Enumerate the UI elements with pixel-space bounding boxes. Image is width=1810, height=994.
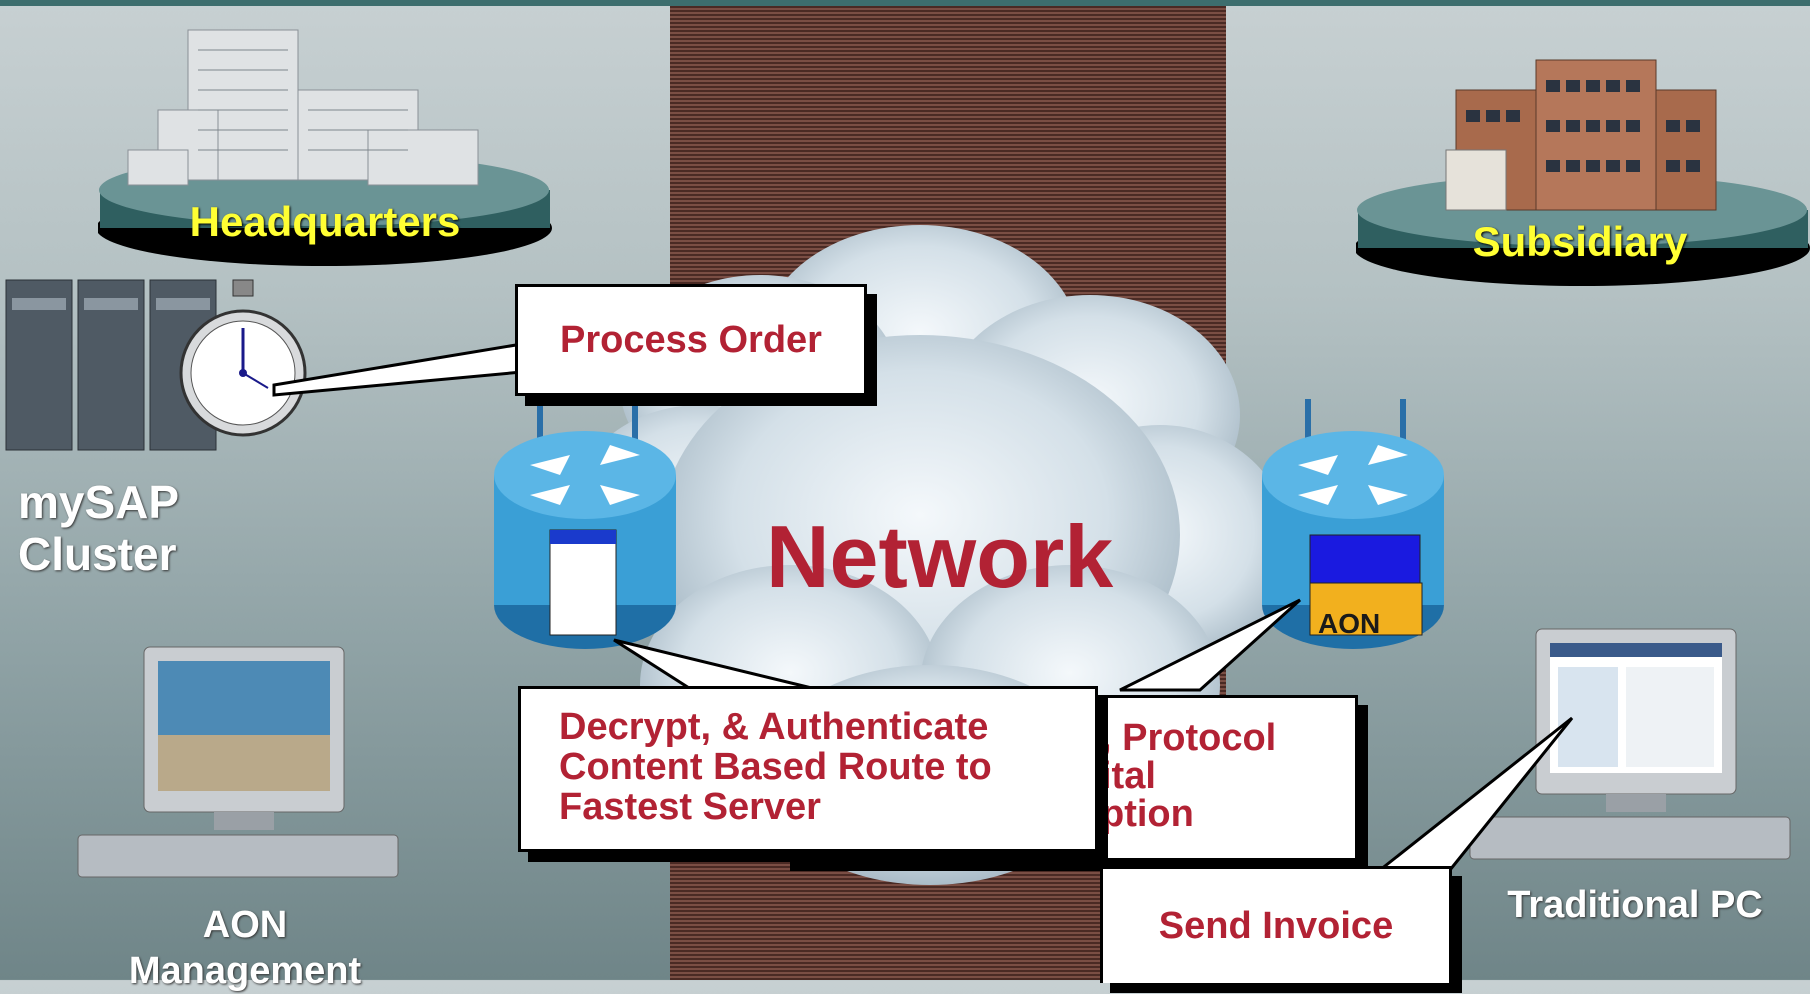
decrypt-text-line3: Fastest Server	[559, 786, 821, 828]
decrypt-text-line1: Decrypt, & Authenticate	[559, 706, 989, 748]
aon-mgmt-line1: AON	[202, 904, 288, 946]
aon-router-right-icon	[1262, 399, 1444, 649]
server-cluster-icon	[5, 279, 217, 451]
traditional-pc-icon	[1469, 628, 1791, 860]
process-order-text: Process Order	[560, 318, 822, 361]
decrypt-callout: Decrypt, & Authenticate Content Based Ro…	[518, 686, 1098, 852]
aon-management-label: AON Management	[110, 902, 380, 994]
mysap-cluster-label: mySAP Cluster	[18, 476, 179, 580]
management-computer-icon	[77, 646, 399, 878]
stopwatch-icon	[179, 279, 307, 437]
process-order-callout: Process Order	[515, 284, 867, 396]
aon-router-left-icon	[494, 405, 676, 649]
router-right-label: AON	[1318, 608, 1381, 639]
headquarters-building-icon	[98, 29, 552, 266]
headquarters-label: Headquarters	[189, 198, 461, 245]
protocol-text-line2: ital	[1101, 755, 1156, 797]
decrypt-text-line2: Content Based Route to	[559, 746, 992, 788]
subsidiary-building-icon	[1356, 59, 1810, 286]
mysap-label-line2: Cluster	[18, 528, 177, 580]
protocol-text-line1: , Protocol	[1101, 717, 1277, 759]
subsidiary-label: Subsidiary	[1472, 218, 1688, 265]
send-invoice-text: Send Invoice	[1158, 904, 1394, 947]
protocol-text-line3: ption	[1101, 793, 1194, 835]
network-label: Network	[766, 507, 1114, 606]
send-invoice-callout: Send Invoice	[1100, 866, 1452, 983]
mysap-label-line1: mySAP	[18, 476, 180, 528]
traditional-pc-label: Traditional PC	[1507, 884, 1763, 926]
top-border	[0, 0, 1810, 6]
